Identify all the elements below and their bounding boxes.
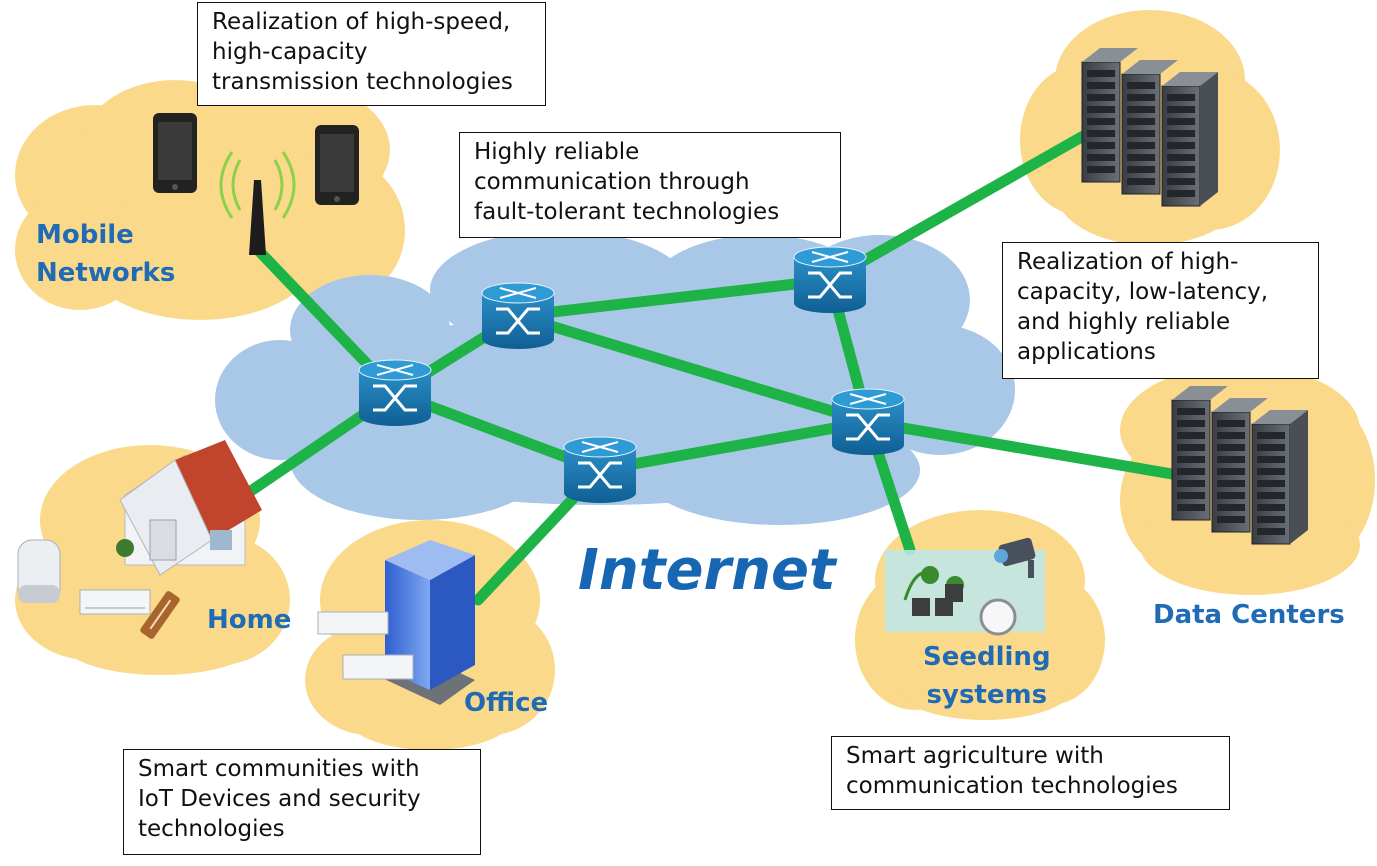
note-fault-tolerance: Highly reliable communication through fa… [459, 132, 841, 238]
router-icon [481, 282, 555, 349]
thermometer-icon [140, 591, 180, 639]
server-rack-icon [1171, 386, 1308, 545]
smartphone-icon [153, 113, 197, 193]
camera-icon [994, 537, 1036, 578]
router-icon [793, 246, 867, 313]
network-link [512, 274, 836, 322]
house-icon [116, 440, 262, 576]
air-conditioner-icon [317, 611, 414, 680]
router-icon [358, 359, 432, 426]
label-home: Home [207, 605, 292, 635]
note-smart-agriculture: Smart agriculture with communication tec… [831, 736, 1230, 810]
server-rack-icon [1081, 48, 1218, 207]
network-link [512, 310, 874, 428]
note-transmission: Realization of high-speed, high-capacity… [197, 2, 546, 106]
note-applications: Realization of high- capacity, low-laten… [1002, 242, 1319, 379]
note-smart-communities: Smart communities with IoT Devices and s… [123, 749, 481, 855]
router-icon [831, 388, 905, 455]
label-seedling-systems: Seedling systems [923, 642, 1051, 710]
routers [358, 246, 905, 503]
network-link [862, 416, 1178, 480]
air-conditioner-icon [79, 589, 151, 615]
label-office: Office [464, 688, 549, 718]
router-icon [563, 436, 637, 503]
label-internet: Internet [578, 538, 836, 603]
network-link [824, 129, 1091, 286]
label-data-centers: Data Centers [1153, 600, 1345, 630]
smart-speaker-icon [17, 539, 61, 603]
network-link [594, 416, 874, 476]
smartphone-icon [315, 125, 359, 205]
greenhouse-icon [885, 550, 1045, 636]
antenna-icon [219, 151, 296, 255]
label-mobile-networks: Mobile Networks [36, 220, 176, 288]
